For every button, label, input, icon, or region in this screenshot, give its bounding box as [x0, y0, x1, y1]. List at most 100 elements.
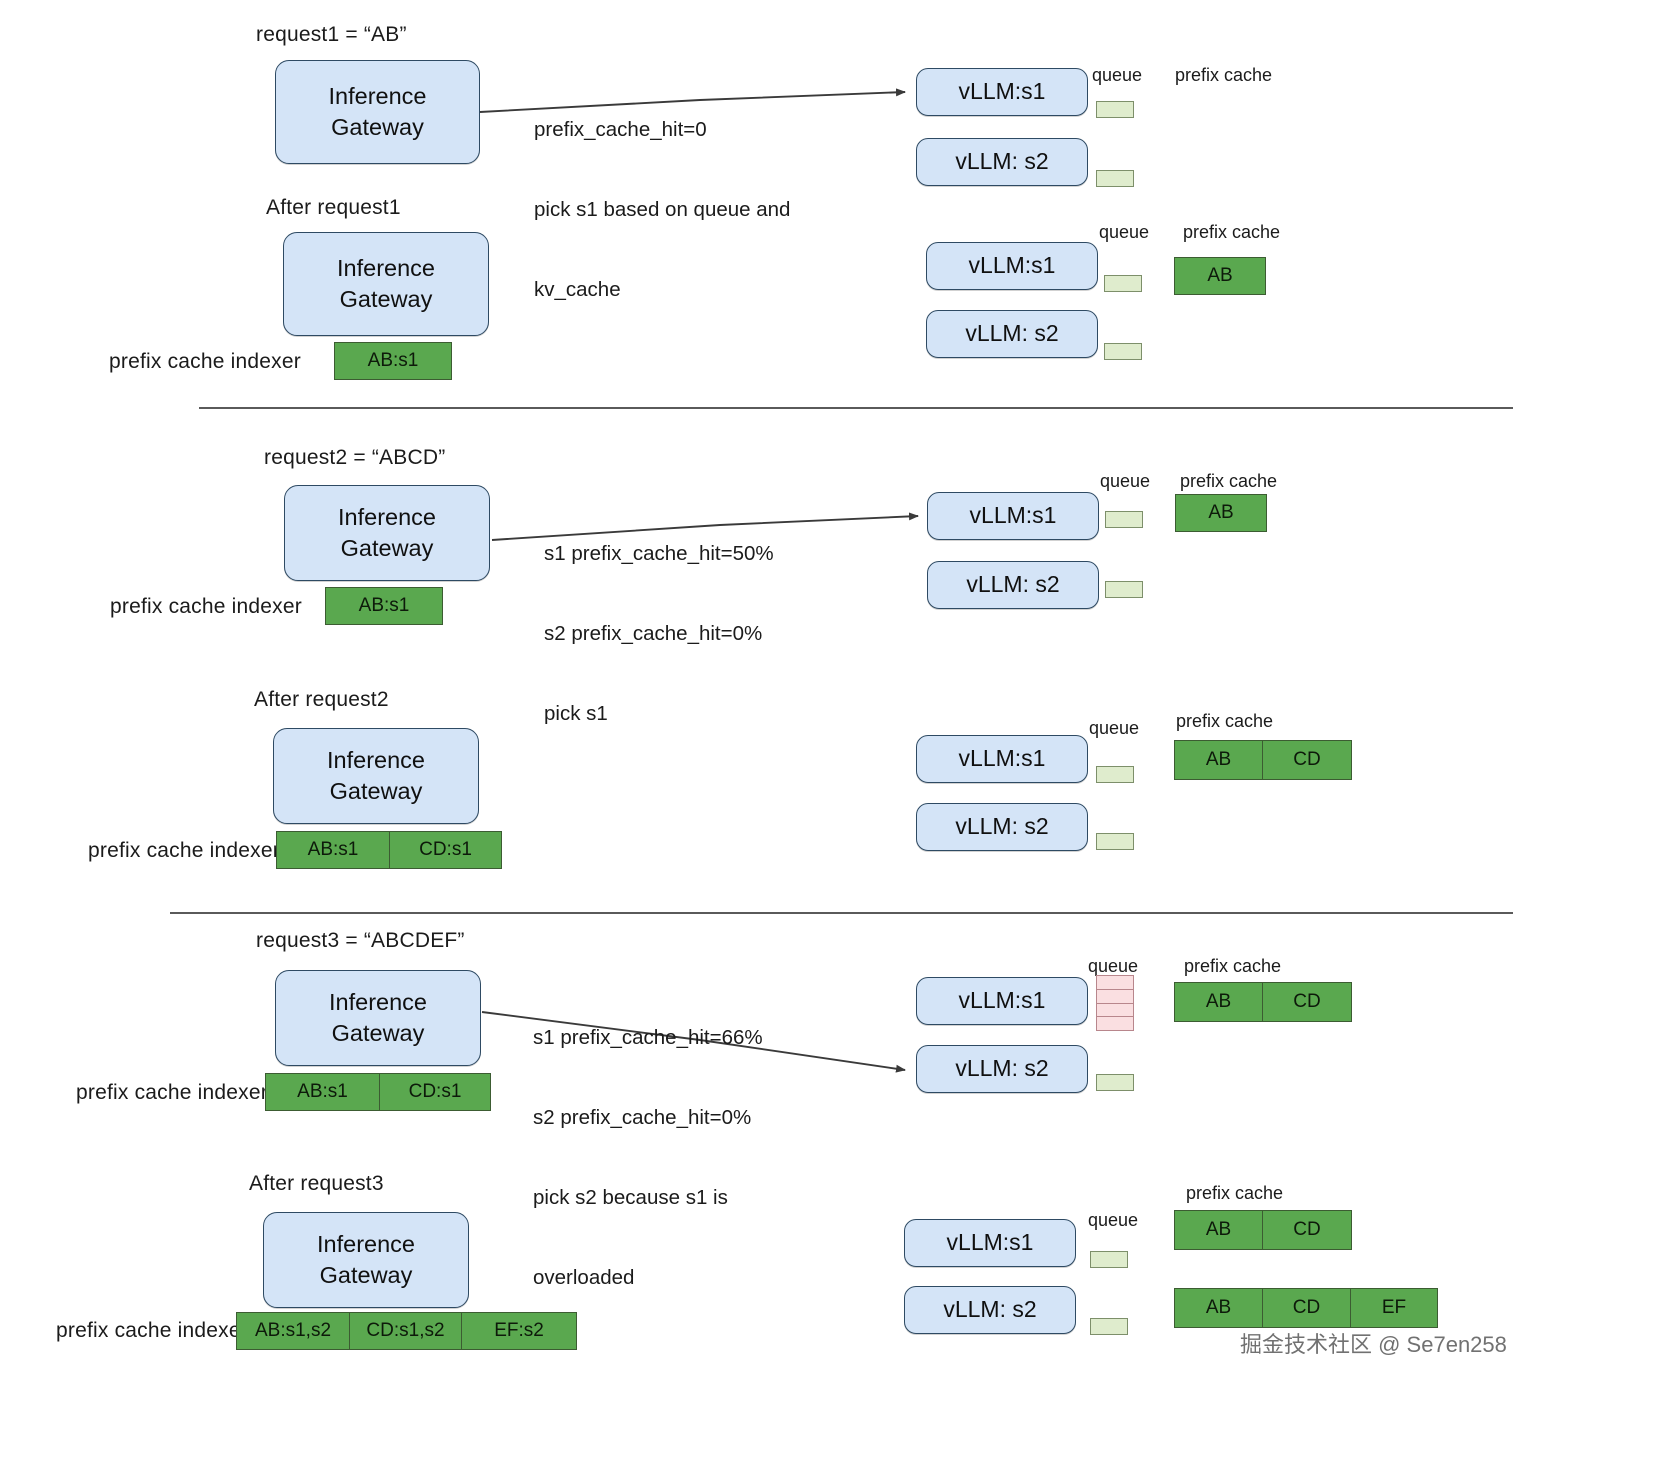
annotation-request2: s1 prefix_cache_hit=50% s2 prefix_cache_… — [544, 488, 774, 781]
cache-cell: AB — [1176, 495, 1266, 531]
server-label: vLLM:s1 — [958, 78, 1046, 105]
cache-cell: AB — [1175, 1289, 1263, 1327]
inference-gateway-node-request2[interactable]: Inference Gateway — [284, 485, 490, 581]
gateway-label-line1: Inference — [329, 989, 427, 1016]
prefix-cache-label-after-request2: prefix cache — [1176, 711, 1274, 731]
prefix-cache-indexer-label-after-request3: prefix cache indexer — [56, 1319, 248, 1342]
queue-bar-s1-request3 — [1096, 975, 1134, 1031]
watermark-text: 掘金技术社区 @ Se7en258 — [1240, 1332, 1507, 1357]
prefix-cache-label-request1: prefix cache — [1175, 65, 1273, 85]
server-node-s2-after-request2[interactable]: vLLM: s2 — [916, 803, 1088, 851]
indexer-cell: AB:s1,s2 — [237, 1313, 350, 1349]
inference-gateway-node-after-request1[interactable]: Inference Gateway — [283, 232, 489, 336]
prefix-cache-indexer-after-request3: AB:s1,s2 CD:s1,s2 EF:s2 — [236, 1312, 577, 1350]
gateway-label-line1: Inference — [338, 504, 436, 531]
queue-bar-s1-request1 — [1096, 101, 1134, 118]
annotation-request3-line4: overloaded — [533, 1266, 635, 1290]
gateway-label-line1: Inference — [328, 83, 427, 110]
gateway-label-line2: Gateway — [331, 114, 424, 140]
indexer-cell: AB:s1 — [266, 1074, 380, 1110]
section-heading-request2: request2 = “ABCD” — [264, 446, 446, 469]
server-node-s1-request1[interactable]: vLLM:s1 — [916, 68, 1088, 116]
queue-label-request2: queue — [1100, 471, 1151, 491]
queue-bar-s2-request3 — [1096, 1074, 1134, 1091]
gateway-label-line2: Gateway — [339, 286, 433, 312]
server-label: vLLM: s2 — [965, 320, 1059, 347]
indexer-cell: AB:s1 — [326, 588, 442, 624]
section-heading-request1: request1 = “AB” — [256, 23, 407, 46]
server-node-s2-request1[interactable]: vLLM: s2 — [916, 138, 1088, 186]
gateway-label-line2: Gateway — [319, 1262, 413, 1288]
queue-bar-s2-after-request3 — [1090, 1318, 1128, 1335]
prefix-cache-s1-after-request3: AB CD — [1174, 1210, 1352, 1250]
queue-bar-s1-request2 — [1105, 511, 1143, 528]
queue-label-request1: queue — [1092, 65, 1143, 85]
prefix-cache-label-after-request1: prefix cache — [1183, 222, 1281, 242]
section-heading-after-request2: After request2 — [254, 688, 389, 711]
prefix-cache-label-after-request3: prefix cache — [1186, 1183, 1284, 1203]
inference-gateway-node-after-request3[interactable]: Inference Gateway — [263, 1212, 469, 1308]
server-node-s1-after-request1[interactable]: vLLM:s1 — [926, 242, 1098, 290]
gateway-label-line1: Inference — [317, 1231, 415, 1258]
queue-bar-s1-after-request2 — [1096, 766, 1134, 783]
indexer-cell: CD:s1 — [390, 832, 501, 868]
prefix-cache-s1-after-request1: AB — [1174, 257, 1266, 295]
annotation-request2-line1: s1 prefix_cache_hit=50% — [544, 542, 774, 566]
server-label: vLLM: s2 — [943, 1296, 1037, 1323]
cache-cell: AB — [1175, 741, 1263, 779]
queue-bar-s2-after-request2 — [1096, 833, 1134, 850]
server-node-s2-after-request1[interactable]: vLLM: s2 — [926, 310, 1098, 358]
indexer-cell: EF:s2 — [462, 1313, 576, 1349]
prefix-cache-indexer-label-after-request1: prefix cache indexer — [109, 350, 301, 373]
annotation-request1-line3: kv_cache — [534, 278, 621, 302]
queue-bar-s2-request1 — [1096, 170, 1134, 187]
cache-cell: AB — [1175, 983, 1263, 1021]
annotation-request3-line1: s1 prefix_cache_hit=66% — [533, 1026, 763, 1050]
queue-bar-s2-after-request1 — [1104, 343, 1142, 360]
annotation-request1-line1: prefix_cache_hit=0 — [534, 118, 707, 142]
cache-cell: CD — [1263, 1211, 1351, 1249]
prefix-cache-indexer-request3: AB:s1 CD:s1 — [265, 1073, 491, 1111]
indexer-cell: AB:s1 — [277, 832, 390, 868]
server-node-s1-after-request2[interactable]: vLLM:s1 — [916, 735, 1088, 783]
gateway-label-line2: Gateway — [331, 1020, 425, 1046]
server-node-s1-request3[interactable]: vLLM:s1 — [916, 977, 1088, 1025]
inference-gateway-node-after-request2[interactable]: Inference Gateway — [273, 728, 479, 824]
gateway-label-line2: Gateway — [340, 535, 434, 561]
annotation-request1: prefix_cache_hit=0 pick s1 based on queu… — [534, 64, 790, 357]
gateway-label-line1: Inference — [337, 255, 435, 282]
server-label: vLLM:s1 — [958, 745, 1046, 772]
server-node-s1-after-request3[interactable]: vLLM:s1 — [904, 1219, 1076, 1267]
gateway-label-line2: Gateway — [329, 778, 423, 804]
section-heading-after-request3: After request3 — [249, 1172, 384, 1195]
server-label: vLLM: s2 — [966, 571, 1060, 598]
prefix-cache-indexer-after-request1: AB:s1 — [334, 342, 452, 380]
section-heading-after-request1: After request1 — [266, 196, 401, 219]
server-node-s1-request2[interactable]: vLLM:s1 — [927, 492, 1099, 540]
annotation-request2-line3: pick s1 — [544, 702, 608, 726]
server-node-s2-after-request3[interactable]: vLLM: s2 — [904, 1286, 1076, 1334]
indexer-cell: AB:s1 — [335, 343, 451, 379]
queue-segment — [1097, 990, 1133, 1004]
inference-gateway-node-request1[interactable]: Inference Gateway — [275, 60, 480, 164]
indexer-cell: CD:s1 — [380, 1074, 490, 1110]
queue-segment — [1097, 1017, 1133, 1030]
queue-segment — [1097, 976, 1133, 990]
server-node-s2-request2[interactable]: vLLM: s2 — [927, 561, 1099, 609]
section-heading-request3: request3 = “ABCDEF” — [256, 929, 465, 952]
annotation-request3-line3: pick s2 because s1 is — [533, 1186, 728, 1210]
server-label: vLLM:s1 — [958, 987, 1046, 1014]
inference-gateway-node-request3[interactable]: Inference Gateway — [275, 970, 481, 1066]
annotation-request3: s1 prefix_cache_hit=66% s2 prefix_cache_… — [533, 972, 763, 1345]
annotation-request2-line2: s2 prefix_cache_hit=0% — [544, 622, 763, 646]
prefix-cache-s1-after-request2: AB CD — [1174, 740, 1352, 780]
cache-cell: AB — [1175, 258, 1265, 294]
queue-bar-s2-request2 — [1105, 581, 1143, 598]
prefix-cache-indexer-label-request3: prefix cache indexer — [76, 1081, 268, 1104]
server-label: vLLM: s2 — [955, 1055, 1049, 1082]
server-label: vLLM:s1 — [946, 1229, 1034, 1256]
server-node-s2-request3[interactable]: vLLM: s2 — [916, 1045, 1088, 1093]
prefix-cache-s2-after-request3: AB CD EF — [1174, 1288, 1438, 1328]
annotation-request1-line2: pick s1 based on queue and — [534, 198, 791, 222]
